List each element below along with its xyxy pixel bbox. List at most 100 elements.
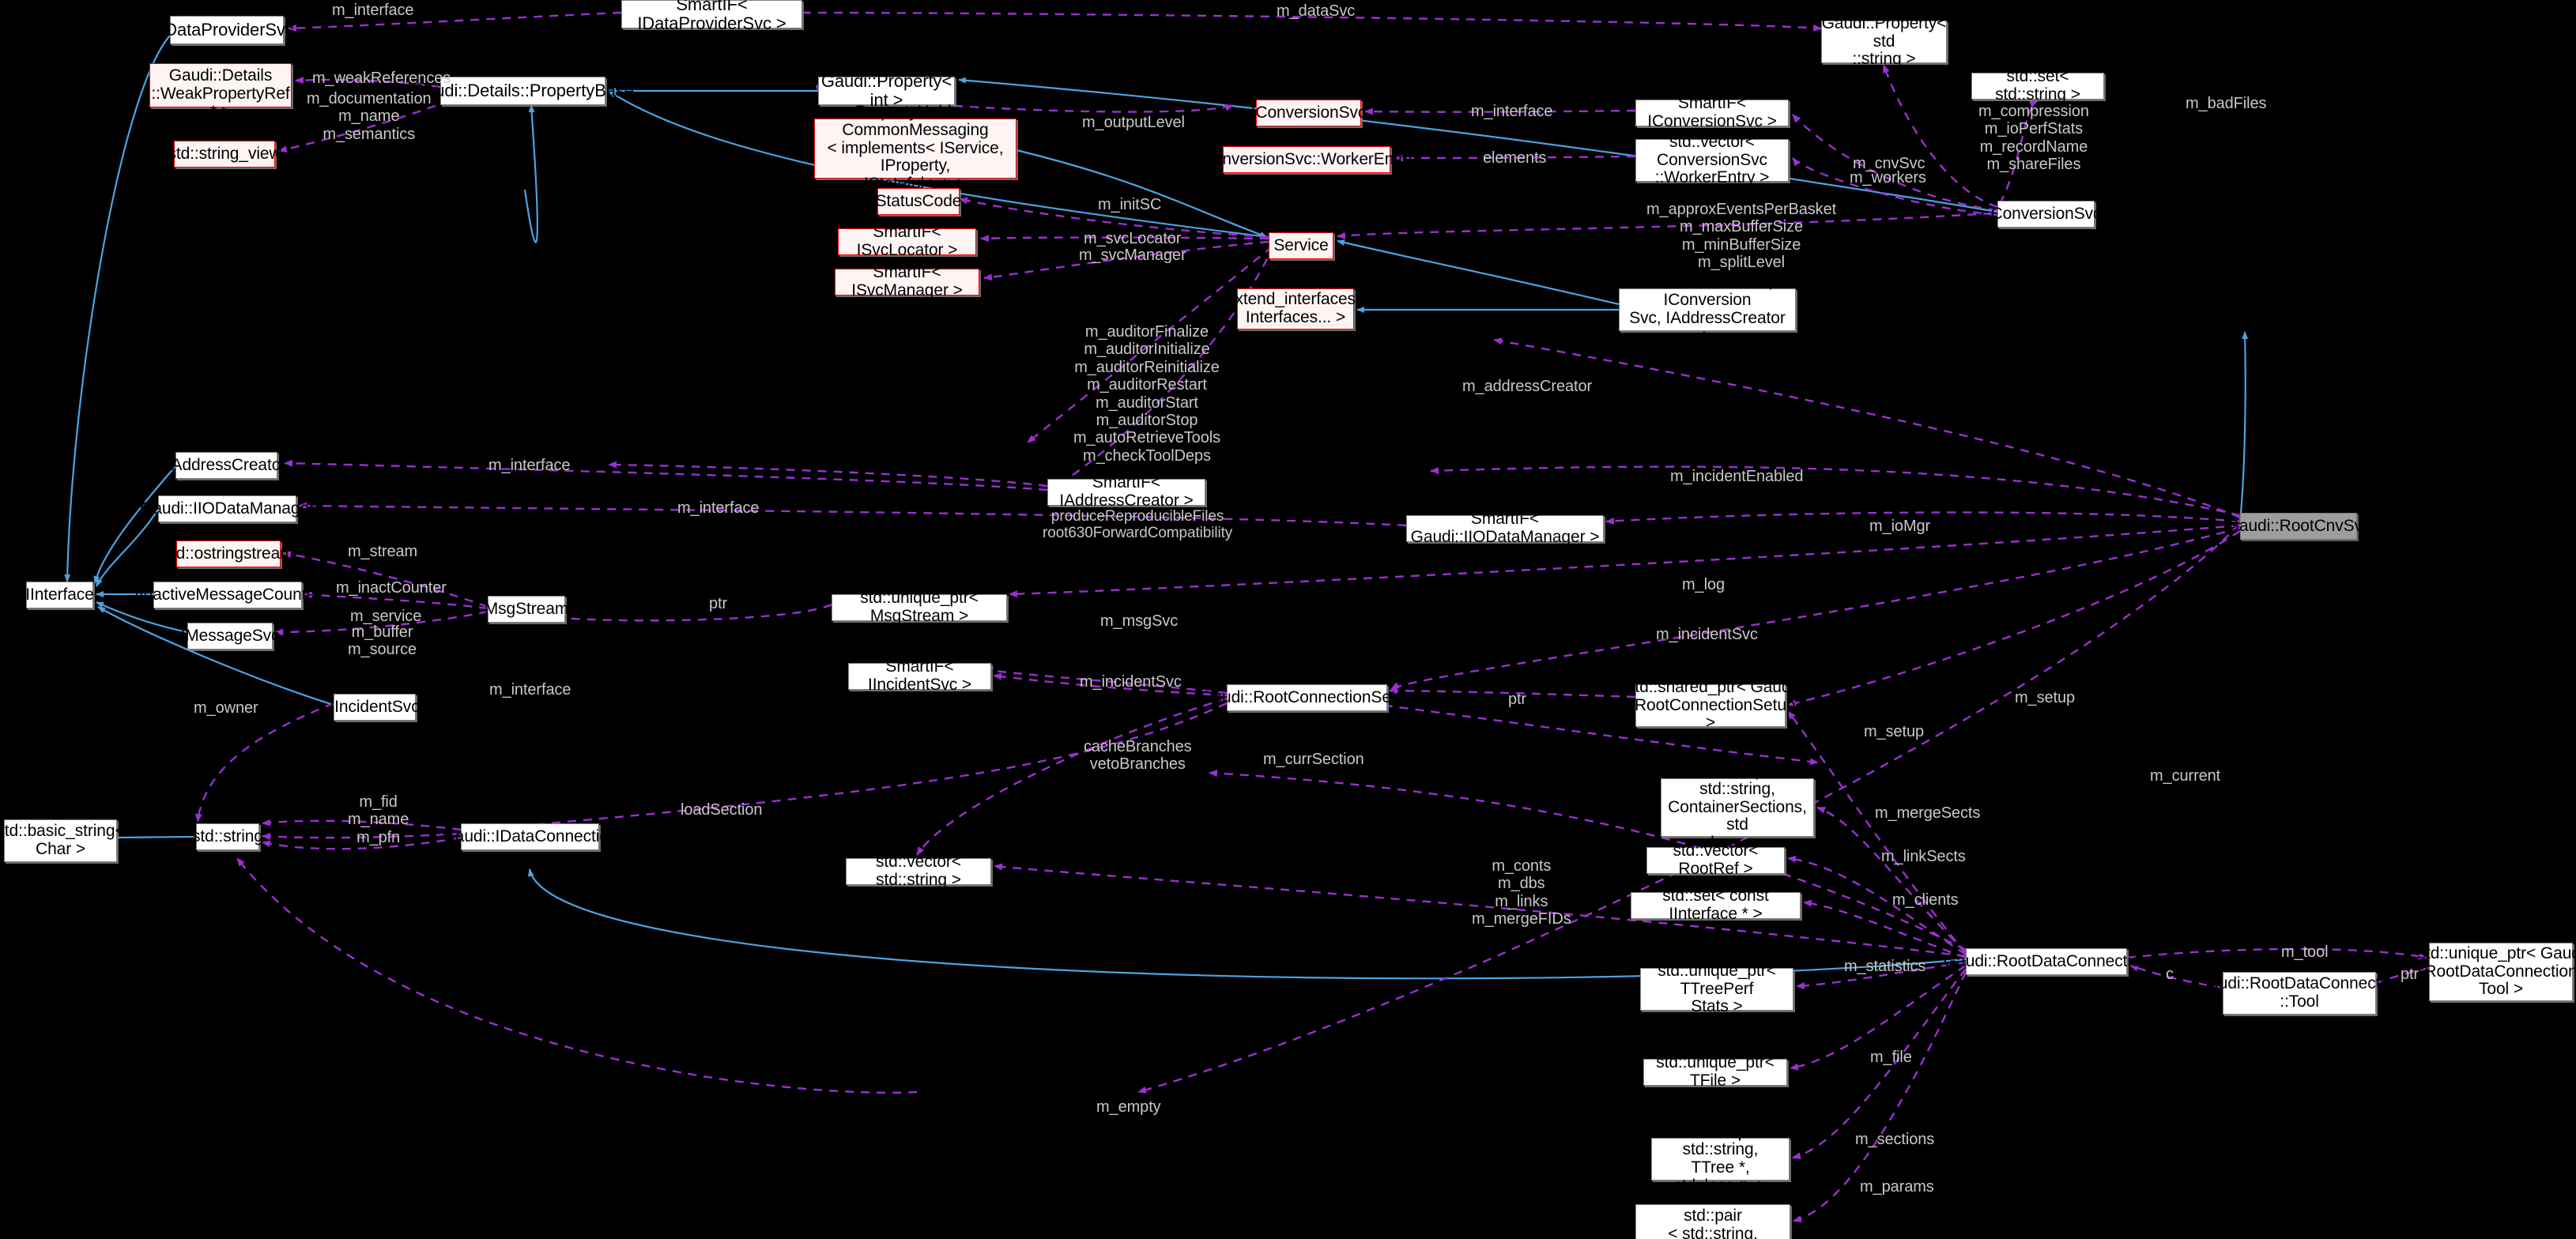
- edge-label-l_m_compression: m_compression m_ioPerfStats m_recordName…: [1978, 103, 2089, 174]
- edge-label-l_auditors: m_auditorFinalize m_auditorInitialize m_…: [1073, 323, 1220, 465]
- edge-label-l_m_clients: m_clients: [1892, 891, 1959, 909]
- class-node-ostringstream[interactable]: std::ostringstream: [163, 540, 294, 567]
- edge-label-l_m_setup_2: m_setup: [1864, 723, 1925, 740]
- edge-label-l_m_linkSects: m_linkSects: [1881, 848, 1966, 865]
- class-node-RootDataConnection[interactable]: Gaudi::RootDataConnection: [1944, 948, 2149, 975]
- edge-label-l_m_fid_name_pfn: m_fid m_name m_pfn: [348, 793, 409, 846]
- edge-label-l_m_incidentSvc_1: m_incidentSvc: [1656, 626, 1758, 643]
- edge-label-l_m_addressCreator: m_addressCreator: [1462, 378, 1593, 395]
- class-node-IDataProviderSvc[interactable]: IDataProviderSvc: [160, 16, 294, 44]
- edge-label-l_ptr_1: ptr: [709, 595, 728, 612]
- edge-label-l_m_badFiles: m_badFiles: [2186, 95, 2267, 112]
- class-node-SmartIF_IIncidentSvc[interactable]: SmartIF< IIncidentSvc >: [848, 657, 991, 694]
- edge-label-l_m_setup_1: m_setup: [2015, 689, 2076, 706]
- class-node-IMessageSvc[interactable]: IMessageSvc: [181, 623, 280, 650]
- class-node-SmartIF_IConversionSvc[interactable]: SmartIF< IConversionSvc >: [1635, 94, 1789, 130]
- edge-label-l_cache_veto: cacheBranches vetoBranches: [1084, 738, 1192, 774]
- class-node-ConversionSvcWorkerEntry[interactable]: ConversionSvc::WorkerEntry: [1201, 146, 1412, 173]
- edge-label-l_m_currSection: m_currSection: [1263, 751, 1364, 768]
- class-node-Property_string[interactable]: Gaudi::Property< std ::string >: [1821, 14, 1947, 69]
- class-node-unique_ptr_TFile[interactable]: std::unique_ptr< TFile >: [1643, 1053, 1787, 1090]
- edge-label-l_m_current: m_current: [2150, 767, 2221, 785]
- class-node-map_ContainerSections[interactable]: std::map< std::string, ContainerSections…: [1661, 762, 1814, 852]
- class-node-StatusCode[interactable]: StatusCode: [876, 188, 961, 215]
- edge-label-l_m_svcLocator: m_svcLocator: [1084, 230, 1182, 247]
- class-node-SmartIF_IAddressCreator[interactable]: SmartIF< IAddressCreator >: [1047, 473, 1205, 510]
- class-node-SmartIF_IIODataManager[interactable]: SmartIF< Gaudi::IIODataManager >: [1406, 510, 1604, 546]
- edge-label-l_m_inactCounter: m_inactCounter: [336, 579, 447, 597]
- edge-label-l_m_statistics: m_statistics: [1844, 958, 1926, 975]
- class-node-set_const_IInterface[interactable]: std::set< const IInterface * >: [1631, 887, 1801, 923]
- edge-label-l_m_approxEvents: m_approxEventsPerBasket m_maxBufferSize …: [1646, 201, 1837, 272]
- class-node-RootConnectionSetup[interactable]: Gaudi::RootConnectionSetup: [1200, 684, 1414, 711]
- class-node-ConversionSvc[interactable]: ConversionSvc: [1991, 201, 2102, 228]
- edge-label-l_m_cnvSvc: m_cnvSvc: [1853, 155, 1925, 172]
- edge-label-l_m_incidentSvc_2: m_incidentSvc: [1080, 673, 1182, 691]
- edge-label-l_m_conts: m_conts m_dbs m_links m_mergeFIDs: [1472, 857, 1571, 928]
- edge-label-l_m_outputLevel: m_outputLevel: [1082, 114, 1185, 131]
- class-node-set_WeakPropertyRef[interactable]: std::set< Gaudi::Details ::WeakPropertyR…: [149, 49, 292, 121]
- class-node-SmartIF_ISvcLocator[interactable]: SmartIF< ISvcLocator >: [838, 223, 976, 259]
- class-node-shared_ptr_Setup[interactable]: std::shared_ptr< Gaudi ::RootConnectionS…: [1625, 678, 1796, 732]
- class-node-IInactiveMessageCounter[interactable]: IInactiveMessageCounter: [134, 582, 321, 608]
- class-node-IIncidentSvc[interactable]: IIncidentSvc: [330, 694, 420, 721]
- edge-label-l_ptr_2: ptr: [1508, 691, 1527, 708]
- edge-label-l_m_tool: m_tool: [2281, 943, 2329, 961]
- edge-label-l_m_dataSvc: m_dataSvc: [1277, 2, 1356, 20]
- class-node-RootDataConnection_Tool[interactable]: Gaudi::RootDataConnection ::Tool: [2197, 972, 2402, 1015]
- edge-label-l_m_interface_5: m_interface: [489, 681, 571, 699]
- edge-label-l_m_interface_1: m_interface: [332, 2, 414, 19]
- edge-label-l_m_log: m_log: [1682, 576, 1725, 593]
- class-node-unique_ptr_Tool[interactable]: std::unique_ptr< Gaudi ::RootDataConnect…: [2416, 943, 2576, 1001]
- edge-label-l_m_ioMgr: m_ioMgr: [1869, 518, 1931, 535]
- edge-label-l_m_service: m_service: [350, 608, 422, 625]
- class-node-PropertyHolder[interactable]: PropertyHolder< CommonMessaging < implem…: [814, 103, 1016, 193]
- edge-label-l_m_owner: m_owner: [194, 699, 258, 717]
- class-node-unique_ptr_MsgStream[interactable]: std::unique_ptr< MsgStream >: [832, 589, 1007, 625]
- class-node-Property_int[interactable]: Gaudi::Property< int >: [818, 72, 955, 109]
- class-node-map_TTree[interactable]: std::map< std::string, TTree *, std::les…: [1651, 1123, 1790, 1195]
- class-node-IConversionSvc[interactable]: IConversionSvc: [1251, 100, 1366, 126]
- class-node-vector_pair_string[interactable]: std::vector< std::pair < std::string, st…: [1635, 1189, 1790, 1239]
- edge-label-l_m_buffer_source: m_buffer m_source: [348, 623, 417, 659]
- edge-label-l_elements: elements: [1483, 149, 1547, 167]
- class-node-SmartIF_IDataProviderSvc[interactable]: SmartIF< IDataProviderSvc >: [621, 0, 802, 32]
- edge-label-l_m_interface_2: m_interface: [1471, 103, 1553, 120]
- edge-label-l_m_incidentEnabled: m_incidentEnabled: [1670, 468, 1804, 485]
- edge-label-l_m_empty: m_empty: [1096, 1098, 1161, 1116]
- class-node-std_string[interactable]: std::string: [192, 823, 263, 850]
- class-node-PropertyBase[interactable]: Gaudi::Details::PropertyBase: [412, 77, 634, 105]
- class-node-IDataConnection[interactable]: Gaudi::IDataConnection: [443, 823, 618, 850]
- class-node-RootCnvSvc[interactable]: Gaudi::RootCnvSvc: [2227, 513, 2370, 540]
- class-node-set_string[interactable]: std::set< std::string >: [1971, 67, 2104, 104]
- class-node-string_view[interactable]: std::string_view: [168, 141, 281, 168]
- class-node-unique_ptr_TTreePerf[interactable]: std::unique_ptr< TTreePerf Stats >: [1640, 962, 1793, 1015]
- class-node-vector_RootRef[interactable]: std::vector< RootRef >: [1646, 842, 1785, 878]
- edge-label-l_loadSection: loadSection: [681, 801, 763, 819]
- edge-label-l_produceRepro: produceReproducibleFiles root630ForwardC…: [1043, 508, 1233, 542]
- edge-label-l_m_mergeSects: m_mergeSects: [1875, 804, 1981, 822]
- class-node-SmartIF_ISvcManager[interactable]: SmartIF< ISvcManager >: [835, 263, 979, 299]
- class-node-MsgStream[interactable]: MsgStream: [485, 596, 568, 623]
- class-node-extends_Service[interactable]: extends< Service, IConversion Svc, IAddr…: [1619, 273, 1796, 345]
- class-node-IIODataManager[interactable]: Gaudi::IIODataManager: [140, 495, 315, 522]
- class-node-basic_string[interactable]: std::basic_string< Char >: [0, 819, 125, 862]
- class-node-IInterface[interactable]: IInterface: [25, 582, 94, 608]
- edge-label-l_c_label: c: [2166, 966, 2174, 983]
- edge-label-l_m_interface_4: m_interface: [677, 499, 760, 517]
- edge-label-l_m_stream: m_stream: [348, 543, 418, 560]
- class-node-vector_WorkerEntry[interactable]: std::vector< ConversionSvc ::WorkerEntry…: [1635, 133, 1789, 186]
- edge-label-l_m_file: m_file: [1870, 1049, 1912, 1066]
- class-node-extend_interfaces[interactable]: extend_interfaces< Interfaces... >: [1226, 288, 1365, 330]
- edge-label-l_m_workers: m_workers: [1850, 169, 1926, 186]
- class-node-vector_string[interactable]: std::vector< std::string >: [846, 853, 991, 889]
- edge-label-l_m_params: m_params: [1860, 1178, 1934, 1196]
- edge-label-l_m_svcManager: m_svcManager: [1079, 247, 1186, 264]
- class-node-IAddressCreator[interactable]: IAddressCreator: [167, 452, 286, 479]
- edge-label-l_m_sections: m_sections: [1855, 1131, 1935, 1148]
- edge-label-l_m_initSC: m_initSC: [1098, 196, 1162, 213]
- edge-label-l_m_interface_3: m_interface: [488, 457, 571, 474]
- class-node-Service[interactable]: Service: [1269, 232, 1333, 259]
